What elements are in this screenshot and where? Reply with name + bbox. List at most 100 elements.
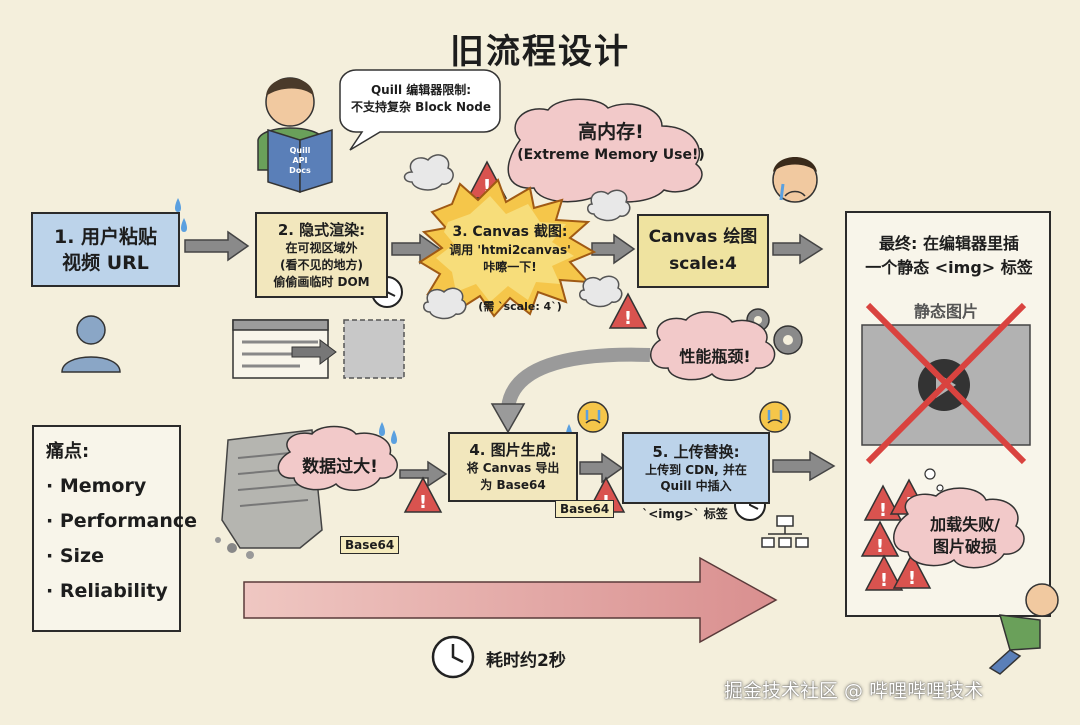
- arrow-5-to-final: [772, 450, 836, 482]
- step4-box: 4. 图片生成: 将 Canvas 导出 为 Base64: [448, 432, 578, 502]
- arrow-3-to-canvas: [591, 233, 636, 265]
- memory-cloud: [507, 98, 703, 203]
- step2-line2: 在可视区域外: [285, 240, 358, 255]
- final-box-line1: 最终: 在编辑器里插: [879, 234, 1019, 253]
- page-title: 旧流程设计: [450, 32, 630, 72]
- clock-icon-time: [431, 635, 475, 679]
- speech-quill-text: Quill 编辑器限制: 不支持复杂 Block Node: [344, 82, 498, 116]
- step5-line1: 5. 上传替换:: [652, 443, 740, 461]
- pain-point-label: Size: [59, 545, 104, 567]
- svg-text:!: !: [419, 492, 427, 513]
- arrow-1-to-2: [184, 230, 250, 262]
- arrow-4-to-5: [579, 452, 624, 484]
- speech-quill-line1: Quill 编辑器限制:: [370, 83, 472, 97]
- canvas-box: Canvas 绘图 scale:4: [637, 214, 769, 288]
- pain-point-item: · Memory: [46, 475, 147, 497]
- warning-icon: !: [892, 552, 932, 589]
- step2-line1: 2. 隐式渲染:: [277, 220, 366, 239]
- svg-text:!: !: [908, 568, 916, 589]
- pain-point-item: · Size: [46, 545, 104, 567]
- crying-emoji-icon: [577, 401, 609, 433]
- fail-cloud: [893, 487, 1025, 569]
- hidden-dom-box: [343, 319, 405, 379]
- step5-line3: Quill 中插入: [660, 479, 732, 493]
- svg-text:!: !: [624, 308, 632, 329]
- book-label-line3: Docs: [289, 166, 311, 175]
- smoke-puff-icon: [403, 154, 454, 191]
- warning-icon: !: [864, 554, 904, 591]
- final-box-text: 最终: 在编辑器里插 一个静态 <img> 标签: [854, 232, 1044, 280]
- smoke-puff-icon: [587, 189, 631, 222]
- warning-icon: !: [608, 292, 648, 329]
- smoke-puff-icon: [423, 287, 467, 320]
- reading-character-illustration: [257, 77, 333, 194]
- base64-tag: Base64: [340, 536, 400, 554]
- pain-point-label: Memory: [59, 475, 147, 497]
- base64-tag: Base64: [555, 500, 615, 518]
- svg-text:!: !: [876, 536, 884, 557]
- pain-point-label: Performance: [59, 510, 198, 532]
- step4-line3: 为 Base64: [480, 478, 546, 492]
- data-too-big-cloud: [277, 425, 398, 491]
- step1-line1: 1. 用户粘贴: [53, 225, 158, 248]
- step1-box: 1. 用户粘贴 视频 URL: [31, 212, 180, 287]
- svg-text:!: !: [482, 175, 491, 199]
- speech-quill-line2: 不支持复杂 Block Node: [351, 100, 491, 114]
- step1-line2: 视频 URL: [62, 251, 149, 274]
- step4-line2: 将 Canvas 导出: [466, 461, 560, 475]
- pain-point-item: · Performance: [46, 510, 198, 532]
- step5-line4: `<img>` 标签: [642, 507, 728, 521]
- step3-line3: 咔嚓一下!: [483, 260, 537, 274]
- crying-face-icon: [772, 157, 818, 203]
- arrow-canvas-to-final: [772, 233, 824, 265]
- memory-cloud-line1: 高内存!: [578, 121, 644, 143]
- step5-line2: 上传到 CDN, 并在: [645, 463, 747, 477]
- data-too-big-text: 数据过大!: [302, 457, 378, 477]
- static-image-label: 静态图片: [913, 302, 978, 321]
- smoke-puff-icon: [579, 275, 623, 308]
- memory-cloud-line2: (Extreme Memory Use!): [517, 147, 705, 163]
- book-label-line2: API: [292, 156, 308, 165]
- sweat-drop-icon: [379, 422, 397, 444]
- pain-point-label: Reliability: [59, 580, 168, 602]
- pain-points-heading: 痛点:: [46, 441, 90, 462]
- step2-line3: (看不见的地方): [280, 257, 363, 272]
- final-box-line2: 一个静态 <img> 标签: [865, 258, 1033, 277]
- timeline-arrow: [243, 556, 778, 644]
- step3-text: 3. Canvas 截图: 调用 'htmi2canvas' 咔嚓一下!: [440, 222, 580, 276]
- step3-note: (需 `scale: 4`): [478, 300, 562, 313]
- step3-line2: 调用 'htmi2canvas': [449, 243, 571, 257]
- step4-line1: 4. 图片生成:: [469, 441, 557, 459]
- svg-text:!: !: [879, 500, 887, 521]
- bottleneck-text: 性能瓶颈!: [679, 347, 751, 366]
- time-label: 耗时约2秒: [486, 651, 566, 671]
- fail-cloud-line1: 加载失败/: [930, 515, 1000, 534]
- svg-text:!: !: [880, 570, 888, 591]
- arrow-datatoobig-to-4: [399, 460, 448, 488]
- thought-dots: [924, 468, 944, 492]
- explosion-step3: [418, 178, 597, 318]
- red-x-icon: [865, 302, 1027, 465]
- canvas-box-line1: Canvas 绘图: [648, 227, 758, 247]
- offscreen-arrow: [291, 339, 337, 365]
- bottleneck-cloud: [650, 311, 776, 381]
- watermark: 掘金技术社区 @ 哔哩哔哩技术: [724, 680, 984, 702]
- pain-point-item: · Reliability: [46, 580, 168, 602]
- step5-box: 5. 上传替换: 上传到 CDN, 并在 Quill 中插入: [622, 432, 770, 504]
- book-label-line1: Quill: [289, 146, 311, 155]
- curved-arrow-bottleneck: [490, 347, 651, 434]
- network-icon: [761, 515, 809, 548]
- fallen-person-illustration: [988, 583, 1059, 675]
- fail-cloud-text: 加载失败/ 图片破损: [910, 514, 1020, 558]
- warning-icon: !: [403, 476, 443, 513]
- crying-emoji-icon: [759, 401, 791, 433]
- step3-line1: 3. Canvas 截图:: [452, 224, 568, 240]
- fail-cloud-line2: 图片破损: [932, 537, 997, 556]
- memory-cloud-text: 高内存! (Extreme Memory Use!): [516, 120, 706, 165]
- speech-bubble-quill: [339, 69, 501, 151]
- warning-icon: !: [860, 520, 900, 557]
- canvas-box-line2: scale:4: [669, 254, 737, 274]
- step2-line4: 偷偷画临时 DOM: [273, 274, 370, 289]
- step2-box: 2. 隐式渲染: 在可视区域外 (看不见的地方) 偷偷画临时 DOM: [255, 212, 388, 298]
